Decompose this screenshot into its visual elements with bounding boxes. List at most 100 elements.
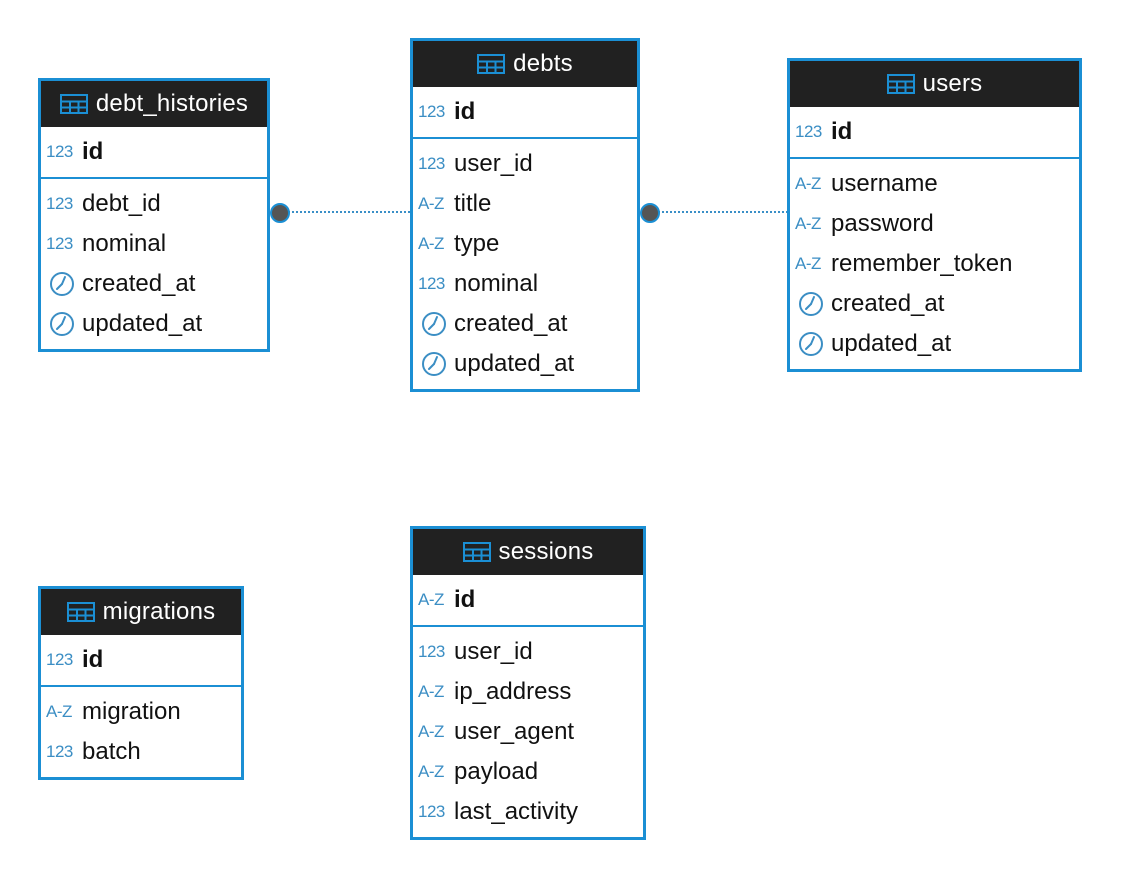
relationship-endpoint-dot[interactable]: [270, 203, 290, 223]
clock-icon: [418, 311, 454, 337]
text-type-icon: A-Z: [418, 194, 444, 213]
column-name: created_at: [454, 310, 568, 337]
column-name: last_activity: [454, 798, 579, 825]
column-row[interactable]: created_at: [790, 284, 1079, 324]
entity-title: debts: [513, 50, 573, 77]
entity-header[interactable]: users: [790, 61, 1079, 107]
column-row[interactable]: A-Z user_agent: [413, 712, 643, 752]
primary-key-section: 123 id: [790, 107, 1079, 159]
clock-icon: [418, 351, 454, 377]
numeric-type-icon: 123: [795, 122, 822, 141]
clock-icon: [795, 291, 831, 317]
column-row[interactable]: A-Z type: [413, 224, 637, 264]
primary-key-column[interactable]: 123 id: [413, 92, 637, 132]
column-name: remember_token: [831, 250, 1013, 277]
column-row[interactable]: A-Z ip_address: [413, 672, 643, 712]
numeric-type-icon: 123: [46, 650, 73, 669]
numeric-type-icon: 123: [46, 234, 73, 253]
numeric-type-icon: 123: [418, 274, 445, 293]
column-name: payload: [454, 758, 539, 785]
primary-key-section: 123 id: [41, 127, 267, 179]
column-row[interactable]: 123 batch: [41, 732, 241, 772]
primary-key-section: 123 id: [413, 87, 637, 139]
column-name: updated_at: [454, 350, 575, 377]
column-name: batch: [82, 738, 141, 765]
table-grid-icon: [59, 94, 88, 114]
numeric-type-icon: 123: [46, 742, 73, 761]
column-row[interactable]: A-Z migration: [41, 692, 241, 732]
column-name: ip_address: [454, 678, 572, 705]
text-type-icon: A-Z: [418, 722, 444, 741]
numeric-type-icon: 123: [46, 142, 73, 161]
column-name: id: [82, 138, 104, 165]
column-name: migration: [82, 698, 181, 725]
text-type-icon: A-Z: [795, 214, 821, 233]
primary-key-column[interactable]: 123 id: [41, 640, 241, 680]
primary-key-section: 123 id: [41, 635, 241, 687]
column-name: debt_id: [82, 190, 161, 217]
entity-header[interactable]: debt_histories: [41, 81, 267, 127]
text-type-icon: A-Z: [418, 682, 444, 701]
column-name: username: [831, 170, 938, 197]
entity-title: migrations: [102, 598, 216, 625]
entity-title: debt_histories: [95, 90, 249, 117]
clock-icon: [46, 311, 82, 337]
column-row[interactable]: 123 user_id: [413, 632, 643, 672]
primary-key-column[interactable]: 123 id: [41, 132, 267, 172]
column-row[interactable]: A-Z password: [790, 204, 1079, 244]
column-row[interactable]: 123 last_activity: [413, 792, 643, 832]
column-name: password: [831, 210, 934, 237]
text-type-icon: A-Z: [418, 762, 444, 781]
column-row[interactable]: created_at: [413, 304, 637, 344]
column-name: user_agent: [454, 718, 575, 745]
column-row[interactable]: updated_at: [413, 344, 637, 384]
columns-section: A-Z migration 123 batch: [41, 687, 241, 777]
text-type-icon: A-Z: [418, 234, 444, 253]
table-grid-icon: [66, 602, 95, 622]
entity-header[interactable]: debts: [413, 41, 637, 87]
column-name: id: [454, 98, 476, 125]
column-name: nominal: [454, 270, 539, 297]
entity-header[interactable]: migrations: [41, 589, 241, 635]
numeric-type-icon: 123: [418, 102, 445, 121]
column-row[interactable]: updated_at: [41, 304, 267, 344]
entity-title: users: [922, 70, 983, 97]
column-name: type: [454, 230, 500, 257]
entity-title: sessions: [498, 538, 594, 565]
column-name: created_at: [82, 270, 196, 297]
column-name: id: [831, 118, 853, 145]
column-row[interactable]: 123 nominal: [413, 264, 637, 304]
numeric-type-icon: 123: [418, 642, 445, 661]
relationship-endpoint-dot[interactable]: [640, 203, 660, 223]
column-row[interactable]: A-Z payload: [413, 752, 643, 792]
numeric-type-icon: 123: [418, 802, 445, 821]
column-row[interactable]: created_at: [41, 264, 267, 304]
column-name: id: [82, 646, 104, 673]
text-type-icon: A-Z: [46, 702, 72, 721]
entity-header[interactable]: sessions: [413, 529, 643, 575]
table-grid-icon: [477, 54, 506, 74]
primary-key-column[interactable]: 123 id: [790, 112, 1079, 152]
column-name: user_id: [454, 638, 533, 665]
column-name: updated_at: [82, 310, 203, 337]
column-row[interactable]: updated_at: [790, 324, 1079, 364]
column-name: id: [454, 586, 476, 613]
column-name: created_at: [831, 290, 945, 317]
